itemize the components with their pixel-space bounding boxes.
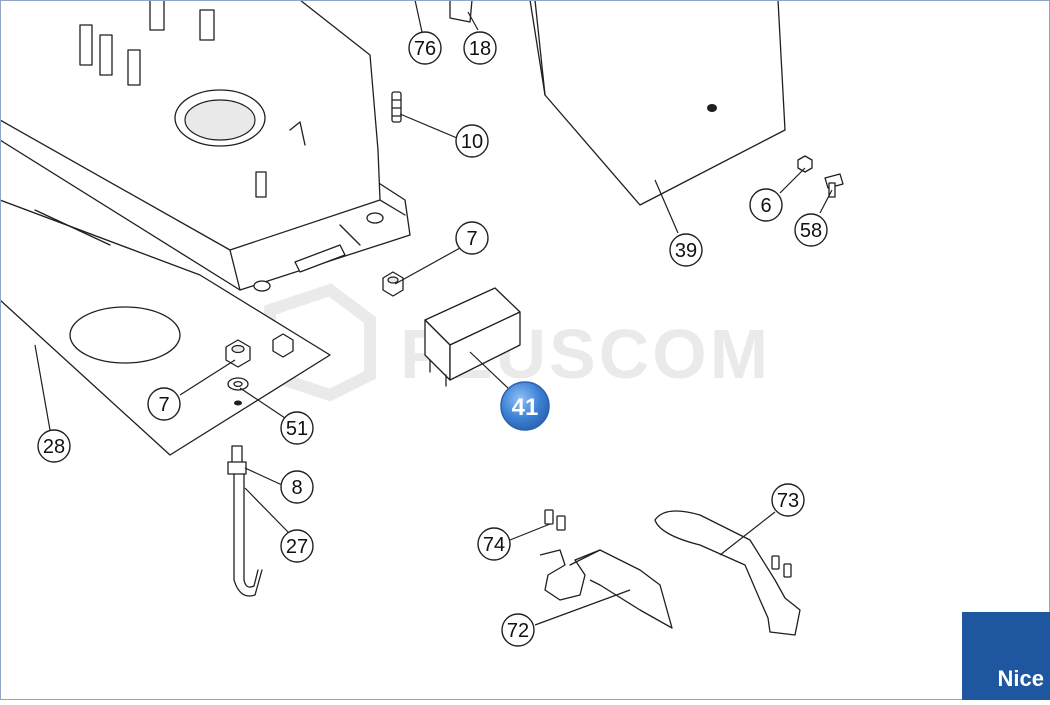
callout-72: 72 [501, 613, 535, 647]
release-arm-73-part [654, 510, 801, 636]
svg-text:18: 18 [469, 38, 491, 60]
part-41 [424, 287, 521, 387]
callout-18: 18 [463, 31, 497, 65]
callout-10: 10 [455, 124, 489, 158]
svg-text:41: 41 [512, 394, 539, 421]
release-arm-72-part [539, 549, 673, 629]
screw-10-part [391, 91, 402, 123]
cover-part [529, 0, 786, 206]
callout-8: 8 [280, 470, 314, 504]
svg-text:7: 7 [158, 394, 169, 416]
svg-text:28: 28 [43, 436, 65, 458]
svg-text:76: 76 [414, 38, 436, 60]
brand-logo-text: Nice [997, 666, 1044, 691]
brand-logo: Nice [962, 612, 1050, 700]
nut-7-lower-part [225, 333, 294, 368]
svg-text:27: 27 [286, 536, 308, 558]
base-plate-part [0, 199, 331, 456]
svg-text:8: 8 [291, 477, 302, 499]
callout-7-lower: 7 [147, 387, 181, 421]
callout-27: 27 [280, 529, 314, 563]
svg-text:10: 10 [461, 131, 483, 153]
washer-51-part [227, 377, 249, 406]
callout-6: 6 [749, 188, 783, 222]
pipe-27-part [227, 445, 263, 597]
pins-74-part [544, 509, 792, 578]
bracket-18-part [449, 0, 473, 23]
callout-73: 73 [771, 483, 805, 517]
svg-text:58: 58 [800, 220, 822, 242]
svg-text:39: 39 [675, 240, 697, 262]
motor-housing-part [0, 0, 411, 292]
nut-6-part [797, 155, 813, 173]
callout-39: 39 [669, 233, 703, 267]
callout-7-upper: 7 [455, 221, 489, 255]
svg-text:72: 72 [507, 620, 529, 642]
svg-text:6: 6 [760, 195, 771, 217]
callout-28: 28 [37, 429, 71, 463]
leader-lines [34, 0, 833, 626]
callout-74: 74 [477, 527, 511, 561]
nut-7-upper-part [382, 271, 404, 297]
svg-text:7: 7 [466, 228, 477, 250]
callout-41-highlighted[interactable]: 41 [500, 381, 550, 431]
callout-51: 51 [280, 411, 314, 445]
bolt-58-part [824, 173, 844, 198]
svg-text:73: 73 [777, 490, 799, 512]
callout-58: 58 [794, 213, 828, 247]
svg-text:51: 51 [286, 418, 308, 440]
svg-text:74: 74 [483, 534, 505, 556]
callout-76: 76 [408, 31, 442, 65]
